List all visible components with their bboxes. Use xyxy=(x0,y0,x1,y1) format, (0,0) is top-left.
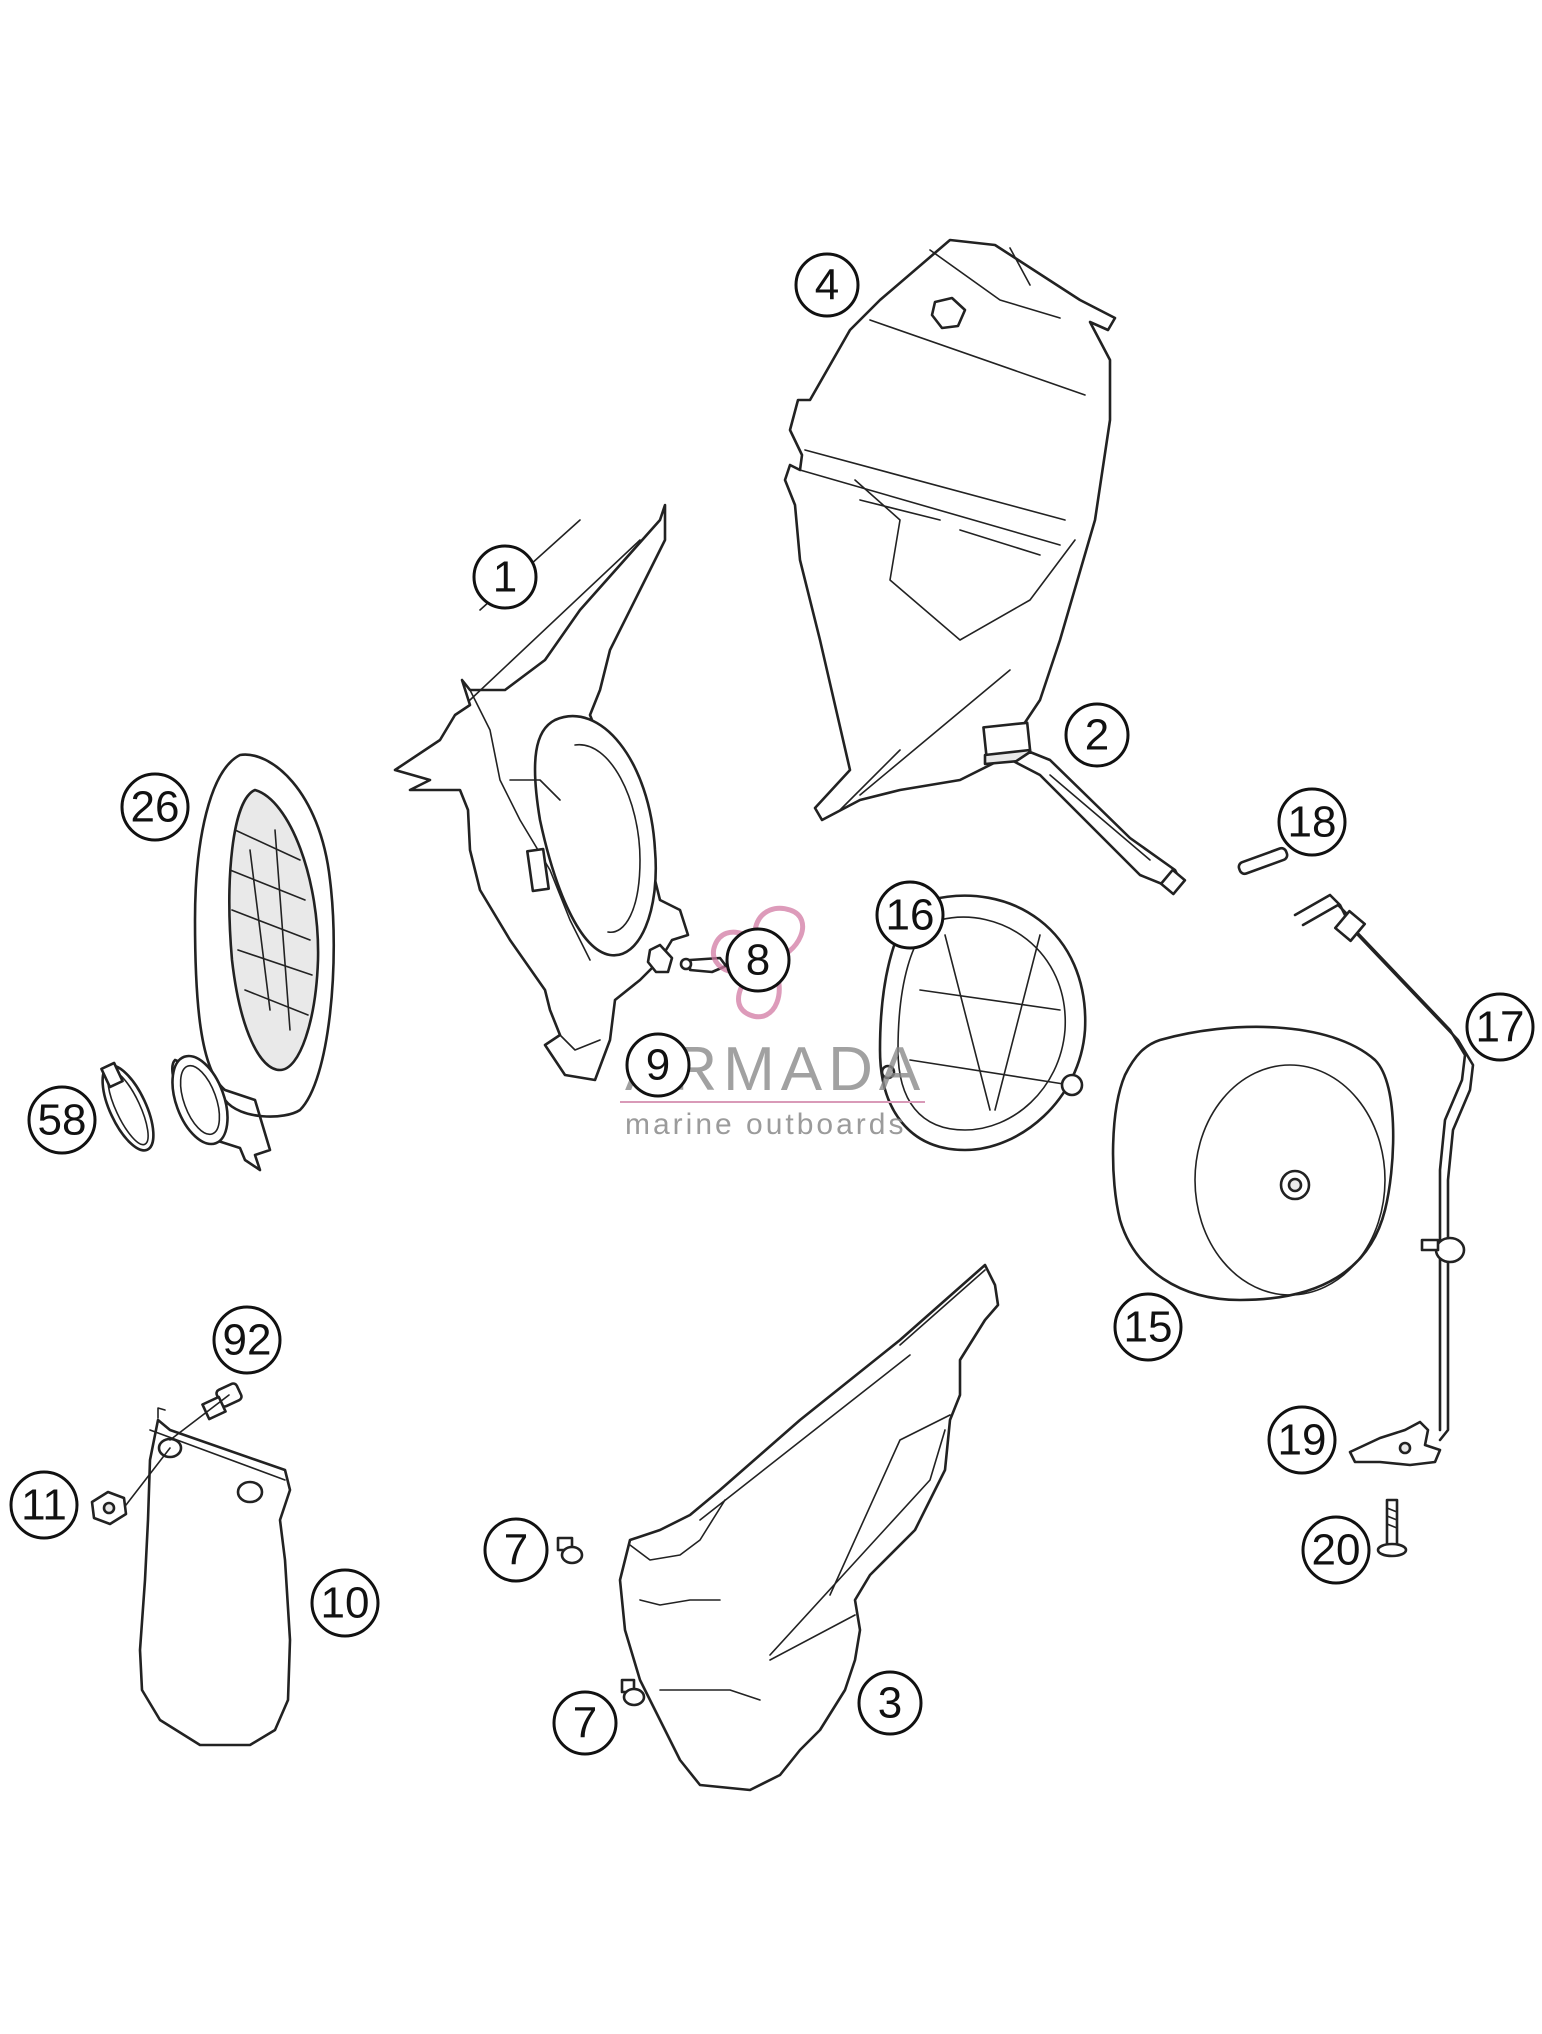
callout-16: 16 xyxy=(875,880,945,950)
part-58-hose-clamp xyxy=(100,1061,155,1152)
part-17-filter-holder-wire xyxy=(1293,893,1475,1442)
svg-text:16: 16 xyxy=(886,891,935,940)
callout-19: 19 xyxy=(1267,1405,1337,1475)
callout-15: 15 xyxy=(1113,1292,1183,1362)
svg-text:58: 58 xyxy=(38,1096,87,1145)
callout-8: 8 xyxy=(725,927,791,993)
svg-text:3: 3 xyxy=(878,1679,902,1728)
part-20-screw xyxy=(1376,1498,1408,1558)
part-1-intake-housing xyxy=(393,503,690,1082)
part-16-filter-cage xyxy=(878,894,1087,1152)
part-18-pin xyxy=(1237,846,1289,876)
part-2-bracket xyxy=(982,721,1187,896)
callout-3: 3 xyxy=(857,1670,923,1736)
svg-text:7: 7 xyxy=(573,1699,597,1748)
svg-text:26: 26 xyxy=(131,783,180,832)
svg-text:9: 9 xyxy=(646,1041,670,1090)
svg-text:92: 92 xyxy=(223,1316,272,1365)
callout-2: 2 xyxy=(1064,702,1130,768)
part-4-airbox-shell xyxy=(783,238,1117,822)
callout-7-upper: 7 xyxy=(483,1517,549,1583)
callout-9: 9 xyxy=(625,1032,691,1098)
svg-text:4: 4 xyxy=(815,261,839,310)
svg-text:20: 20 xyxy=(1312,1526,1361,1575)
callout-20: 20 xyxy=(1301,1515,1371,1585)
svg-text:8: 8 xyxy=(746,936,770,985)
part-9-clip xyxy=(646,943,674,974)
callout-17: 17 xyxy=(1465,992,1535,1062)
svg-text:19: 19 xyxy=(1278,1416,1327,1465)
svg-text:10: 10 xyxy=(321,1579,370,1628)
callout-18: 18 xyxy=(1277,787,1347,857)
callout-4: 4 xyxy=(794,252,860,318)
part-26-intake-boot xyxy=(171,753,336,1172)
callout-58: 58 xyxy=(27,1085,97,1155)
callout-92: 92 xyxy=(212,1305,282,1375)
watermark-tagline: marine outboards xyxy=(625,1108,906,1141)
svg-text:2: 2 xyxy=(1085,711,1109,760)
svg-text:11: 11 xyxy=(21,1481,67,1530)
part-19-lever xyxy=(1348,1420,1442,1467)
svg-text:18: 18 xyxy=(1288,798,1337,847)
callout-10: 10 xyxy=(310,1568,380,1638)
callout-1: 1 xyxy=(472,544,538,610)
svg-text:1: 1 xyxy=(493,553,517,602)
part-7-screw-upper xyxy=(556,1536,584,1565)
callout-11: 11 xyxy=(9,1470,79,1540)
svg-text:15: 15 xyxy=(1124,1303,1173,1352)
part-11-nut xyxy=(90,1490,128,1526)
part-10-mud-flap xyxy=(125,1394,292,1747)
svg-text:17: 17 xyxy=(1476,1003,1525,1052)
part-3-side-panel xyxy=(618,1263,1000,1792)
callout-26: 26 xyxy=(120,772,190,842)
part-7-screw-lower xyxy=(620,1678,646,1707)
callout-7-lower: 7 xyxy=(552,1690,618,1756)
svg-text:7: 7 xyxy=(504,1526,528,1575)
part-15-air-filter xyxy=(1111,1025,1395,1302)
